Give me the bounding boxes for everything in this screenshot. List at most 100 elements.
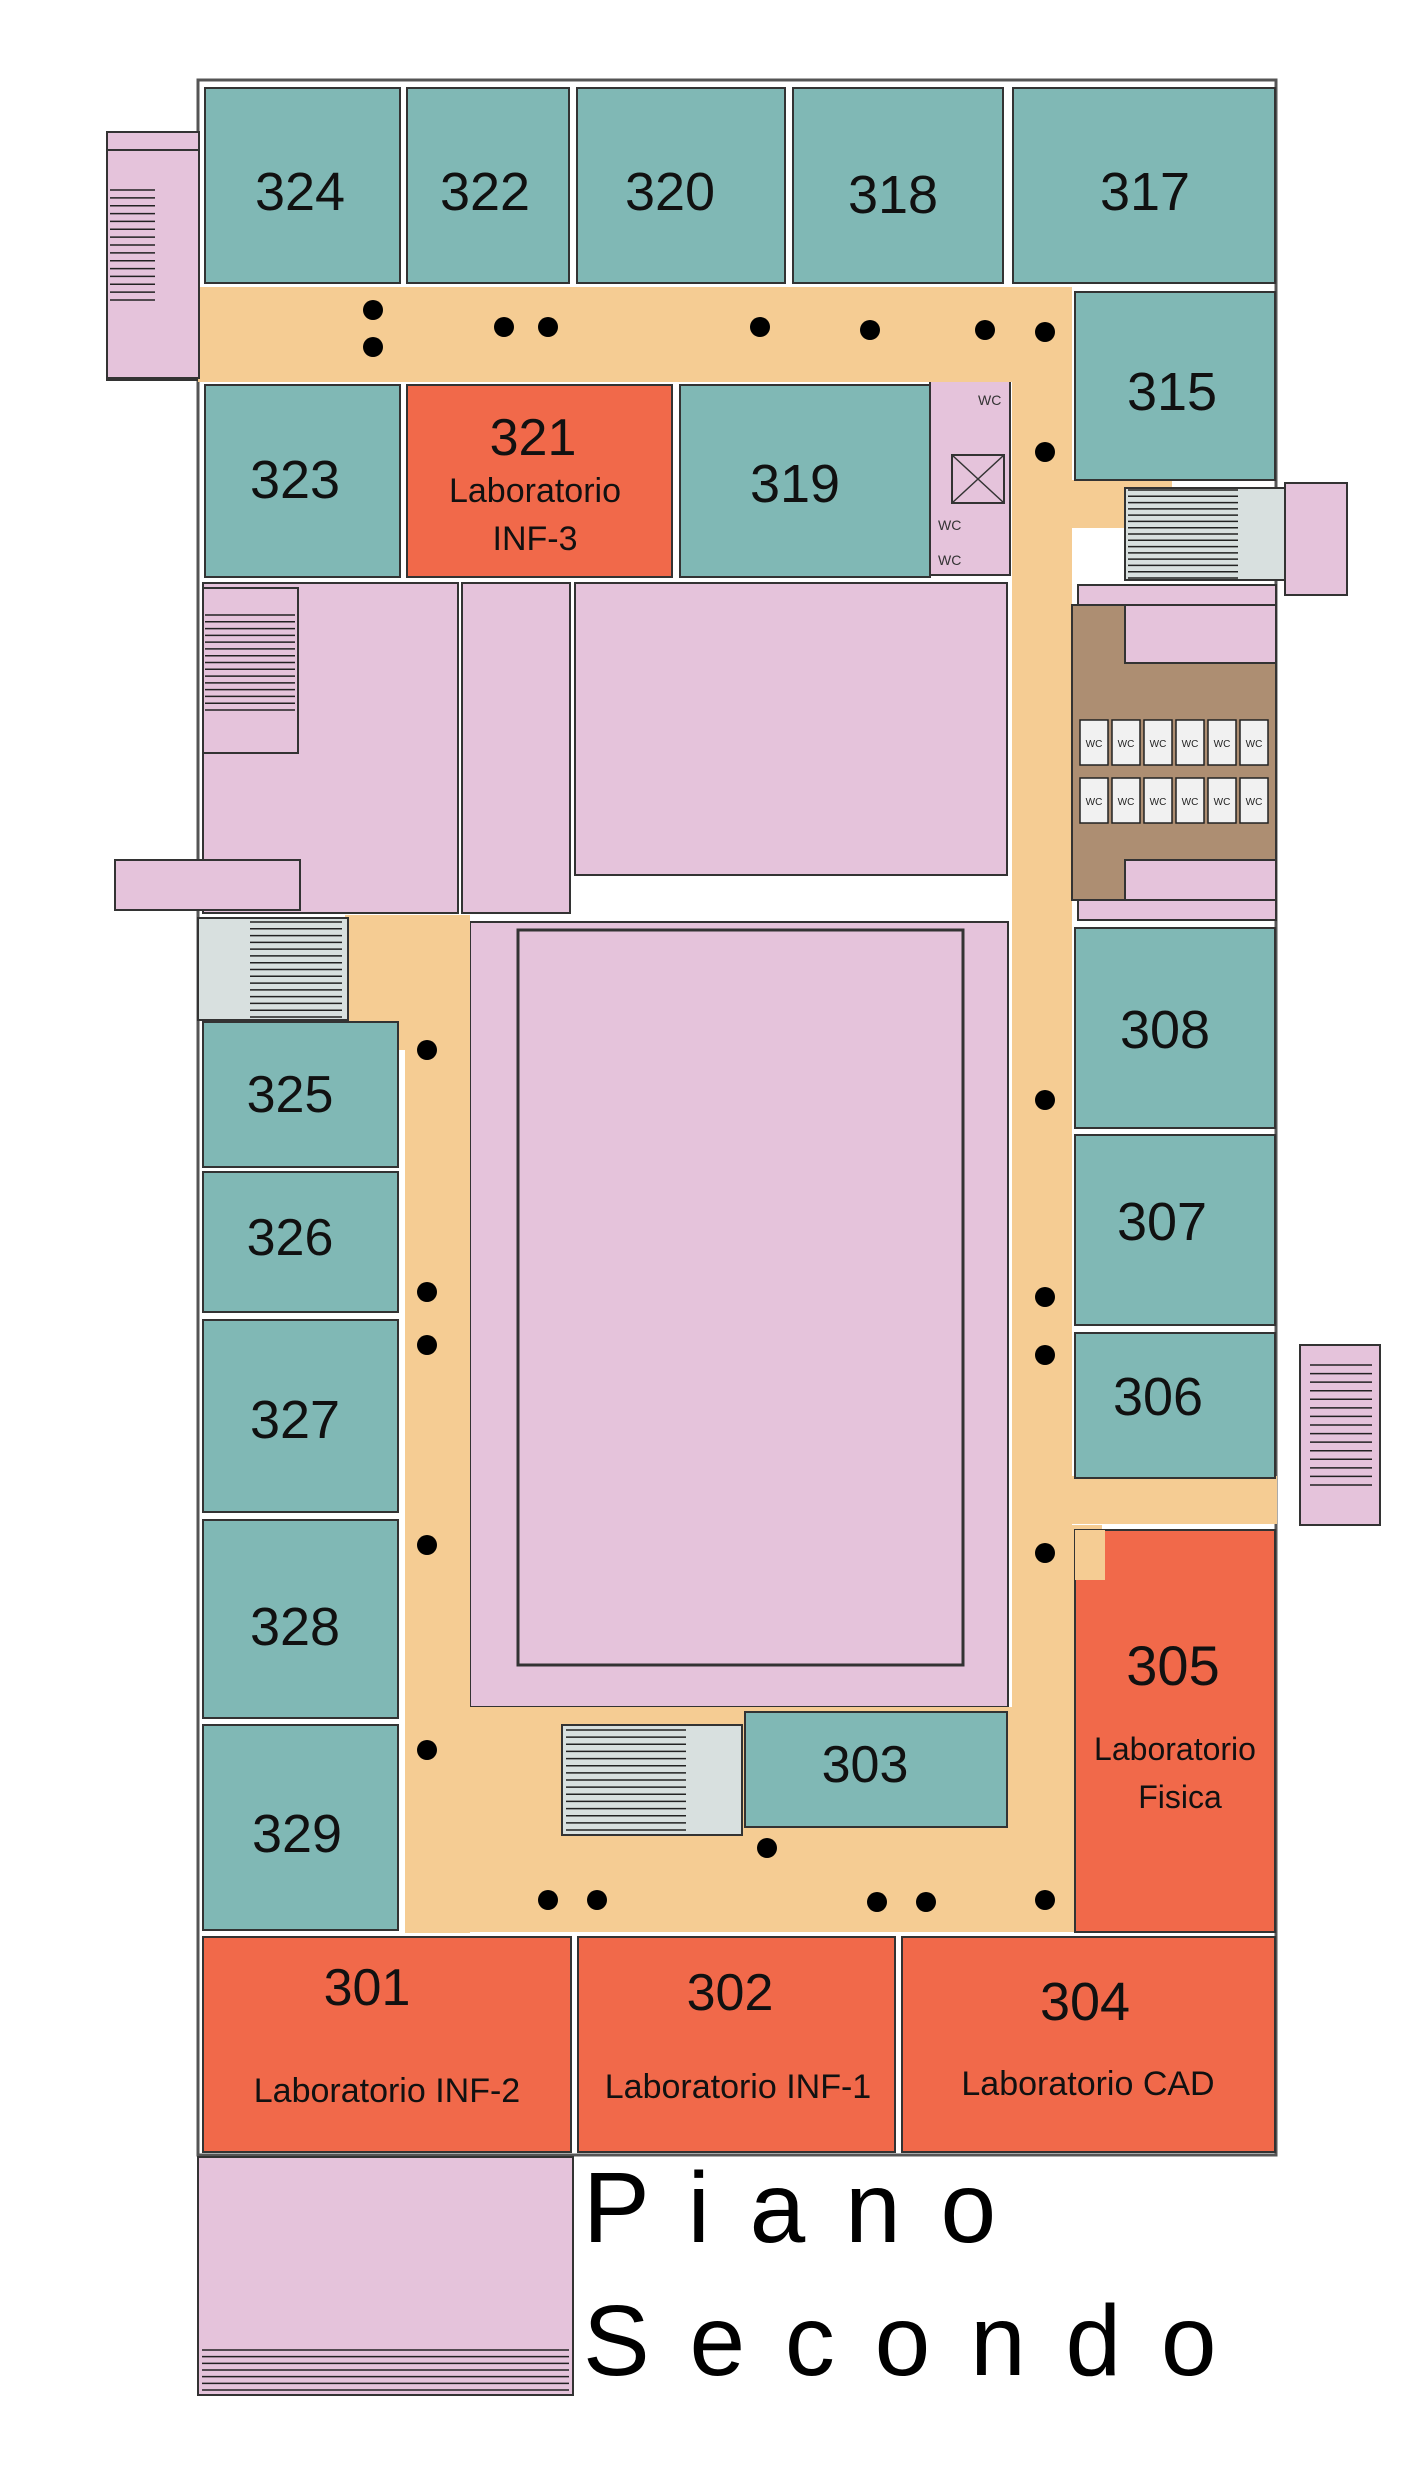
service-area-west-wing [114, 859, 301, 911]
column-dot [1035, 1890, 1055, 1910]
room-320[interactable]: 320 [576, 87, 786, 284]
room-328-number: 328 [250, 1597, 340, 1657]
room-323[interactable]: 323 [204, 384, 401, 578]
wc-stall [1175, 719, 1205, 766]
room-308-area [1074, 927, 1276, 1129]
room-301-name: Laboratorio INF-2 [254, 2072, 520, 2110]
room-319-number: 319 [750, 454, 840, 514]
room-326-area [202, 1171, 399, 1313]
room-322[interactable]: 322 [406, 87, 570, 284]
stair-landing [1284, 482, 1348, 596]
service-area-east-stair-tower [1299, 1344, 1381, 1526]
wc-stall-label: WC [1182, 739, 1199, 750]
room-302-area [577, 1936, 896, 2153]
room-318[interactable]: 318 [792, 87, 1004, 284]
room-305-name-line2: Fisica [1138, 1779, 1222, 1815]
room-307[interactable]: 307 [1074, 1134, 1276, 1326]
room-306-area [1074, 1332, 1276, 1479]
room-319-area [679, 384, 931, 578]
wc-stall [1143, 719, 1173, 766]
room-303[interactable]: 303 [744, 1711, 1008, 1828]
column-dot [1035, 1543, 1055, 1563]
room-326-number: 326 [247, 1209, 334, 1267]
room-318-area [792, 87, 1004, 284]
room-301-number: 301 [324, 1959, 411, 2017]
column-dot [538, 1890, 558, 1910]
stairwell-north-upper [202, 587, 299, 754]
column-dot [417, 1335, 437, 1355]
service-areas [106, 131, 1381, 2396]
column-dot [916, 1892, 936, 1912]
room-315-area [1074, 291, 1276, 481]
column-dot [587, 1890, 607, 1910]
service-area-mid-strip [461, 582, 571, 914]
column-dot [1035, 1090, 1055, 1110]
room-315-number: 315 [1127, 362, 1217, 422]
restroom-notch-bottom [1124, 859, 1277, 901]
room-308-number: 308 [1120, 1000, 1210, 1060]
room-325[interactable]: 325 [202, 1021, 399, 1168]
room-327-area [202, 1319, 399, 1513]
room-319[interactable]: 319 [679, 384, 931, 578]
stairwell-south-center [561, 1724, 743, 1836]
corridor-east-mid-spur [1012, 1476, 1277, 1524]
room-308[interactable]: 308 [1074, 927, 1276, 1129]
room-329[interactable]: 329 [202, 1724, 399, 1931]
room-305-number: 305 [1126, 1634, 1219, 1697]
room-325-area [202, 1021, 399, 1168]
wc-stall-label: WC [1246, 797, 1263, 808]
floor-title-line1: P i a n o [583, 2152, 1002, 2264]
wc-stall-label: WC [1086, 797, 1103, 808]
room-315[interactable]: 315 [1074, 291, 1276, 481]
wc-stall [1207, 777, 1237, 824]
room-324[interactable]: 324 [204, 87, 401, 284]
stair-steps [566, 1729, 686, 1831]
column-dot [417, 1040, 437, 1060]
room-304-name: Laboratorio CAD [961, 2065, 1214, 2103]
stair-steps [250, 921, 342, 1018]
room-326[interactable]: 326 [202, 1171, 399, 1313]
room-321-name-line1: Laboratorio [449, 472, 621, 510]
wc-stall-label: WC [1214, 739, 1231, 750]
room-327[interactable]: 327 [202, 1319, 399, 1513]
wc-stall [1111, 777, 1141, 824]
room-302[interactable]: 302 Laboratorio INF-1 [577, 1936, 896, 2153]
column-dot [417, 1740, 437, 1760]
room-307-number: 307 [1117, 1192, 1207, 1252]
room-317-number: 317 [1100, 162, 1190, 222]
stair-frame [202, 587, 299, 754]
wc-label-mid: WC [938, 517, 961, 533]
room-320-number: 320 [625, 162, 715, 222]
room-301-area [202, 1936, 572, 2153]
room-320-area [576, 87, 786, 284]
stair-steps [1310, 1364, 1372, 1486]
wc-stall-label: WC [1118, 797, 1135, 808]
stairwell-northwest [106, 149, 200, 379]
wc-stall [1079, 719, 1109, 766]
room-306[interactable]: 306 [1074, 1332, 1276, 1479]
elevator-cross-b [951, 454, 1005, 504]
room-321[interactable]: 321 Laboratorio INF-3 [406, 384, 673, 578]
stairwell-west [197, 917, 349, 1021]
room-317[interactable]: 317 [1012, 87, 1276, 284]
room-328[interactable]: 328 [202, 1519, 399, 1719]
column-dot [1035, 322, 1055, 342]
wc-stall-label: WC [1150, 797, 1167, 808]
room-305-area [1074, 1529, 1276, 1933]
column-dot [363, 300, 383, 320]
corridor-north [198, 287, 1068, 382]
column-dot [494, 317, 514, 337]
room-306-number: 306 [1113, 1367, 1203, 1427]
service-area-courtyard [516, 928, 965, 1667]
room-304[interactable]: 304 Laboratorio CAD [901, 1936, 1276, 2153]
wc-stall-label: WC [1150, 739, 1167, 750]
room-307-area [1074, 1134, 1276, 1326]
wc-stall-label: WC [1086, 739, 1103, 750]
stair-steps [205, 614, 295, 711]
room-305[interactable]: 305 Laboratorio Fisica [1074, 1529, 1276, 1933]
room-322-number: 322 [440, 162, 530, 222]
room-301[interactable]: 301 Laboratorio INF-2 [202, 1936, 572, 2153]
